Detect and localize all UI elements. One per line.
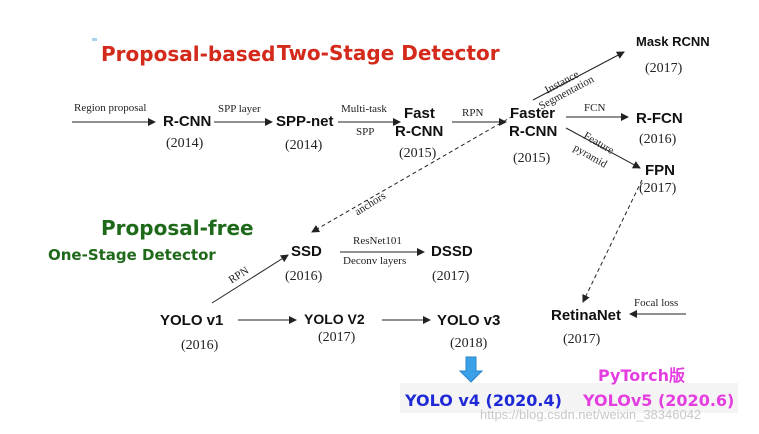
heading-proposal-based: Proposal-based [101, 42, 276, 66]
year-rcnn: (2014) [166, 136, 204, 151]
year-faster-rcnn: (2015) [513, 151, 551, 166]
bottom-highlight-bar [400, 383, 738, 413]
node-yolo1: YOLO v1 [160, 312, 224, 329]
node-mask-rcnn: Mask RCNN [636, 34, 710, 49]
arrow-yolo1-to-ssd [211, 254, 289, 304]
node-yolo4: YOLO v4 (2020.4) [405, 391, 562, 410]
node-rfcn: R-FCN [636, 110, 683, 127]
node-faster-rcnn-line1: Faster [510, 105, 556, 122]
label-rpn-top: RPN [462, 107, 484, 119]
node-fast-rcnn-line2: R-CNN [395, 123, 444, 140]
year-yolo2: (2017) [318, 330, 356, 345]
arrow-faster-to-mask [532, 51, 625, 101]
year-dssd: (2017) [432, 269, 470, 284]
label-region-proposal: Region proposal [74, 102, 147, 114]
heading-proposal-free: Proposal-free [101, 216, 254, 240]
year-fast-rcnn: (2015) [399, 146, 437, 161]
label-deconv-layers: Deconv layers [343, 255, 407, 267]
node-yolo2: YOLO V2 [304, 311, 365, 327]
node-dssd: DSSD [431, 243, 473, 260]
arrow-anchors-to-ssd [311, 115, 514, 233]
node-retinanet: RetinaNet [551, 307, 622, 324]
label-multi-task: Multi-task [341, 103, 387, 115]
year-yolo3: (2018) [450, 336, 488, 351]
node-fast-rcnn-line1: Fast [404, 105, 435, 122]
label-focal-loss: Focal loss [634, 297, 679, 309]
watermark-url: https://blog.csdn.net/weixin_38346042 [480, 407, 702, 422]
heading-two-stage: Two-Stage Detector [277, 41, 500, 65]
year-yolo1: (2016) [181, 338, 219, 353]
label-fcn: FCN [584, 102, 606, 114]
node-ssd: SSD [291, 243, 322, 260]
year-ssd: (2016) [285, 269, 323, 284]
year-rfcn: (2016) [639, 132, 677, 147]
heading-one-stage: One-Stage Detector [48, 246, 216, 264]
arrow-faster-to-fpn [565, 127, 641, 169]
node-fpn: FPN [645, 162, 675, 179]
year-fpn: (2017) [639, 181, 677, 196]
node-sppnet: SPP-net [276, 113, 334, 130]
node-faster-rcnn-line2: R-CNN [509, 123, 558, 140]
node-yolo5: YOLOv5 (2020.6) [583, 391, 735, 410]
node-yolo3: YOLO v3 [437, 312, 501, 329]
label-spp-layer: SPP layer [218, 103, 261, 115]
year-mask-rcnn: (2017) [645, 61, 683, 76]
node-rcnn: R-CNN [163, 113, 212, 130]
label-pytorch-version: PyTorch版 [598, 366, 686, 385]
small-blue-tick [92, 38, 97, 41]
year-sppnet: (2014) [285, 138, 323, 153]
arrow-fpn-to-retinanet [582, 179, 643, 303]
year-retinanet: (2017) [563, 332, 601, 347]
label-spp: SPP [356, 126, 375, 138]
label-resnet101: ResNet101 [353, 235, 402, 247]
blue-down-arrow [458, 356, 484, 383]
